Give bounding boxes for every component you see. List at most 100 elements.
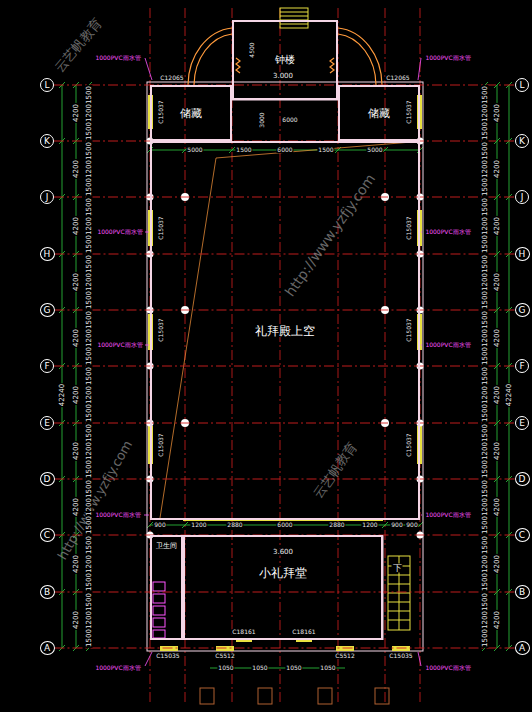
dimension: 4200 [494, 385, 501, 405]
axis-bubble: B [515, 585, 530, 599]
axis-label: F [518, 362, 525, 371]
axis-line [54, 197, 515, 198]
plan-stroke [330, 58, 334, 73]
tower-arcs [188, 28, 382, 85]
window-code: C5512 [214, 653, 235, 659]
dimension: 5000 [186, 147, 203, 153]
plan-stroke [258, 688, 272, 704]
windows [148, 95, 422, 651]
dimension: 1500 [482, 254, 489, 274]
plan-stroke [188, 28, 232, 85]
axis-label: J [45, 193, 50, 202]
plan-stroke [216, 142, 412, 158]
elevation: 3.000 [272, 73, 294, 80]
dimension: 1200 [86, 103, 93, 123]
dimension: 6000 [276, 147, 293, 153]
window-code: C15037 [158, 99, 164, 124]
dimension: 42240 [506, 383, 513, 407]
dimension: 1500 [482, 346, 489, 366]
axis-label: A [43, 644, 51, 653]
column-grid [150, 8, 420, 704]
axis-label: L [43, 81, 50, 90]
dimension: 4200 [494, 554, 501, 574]
axis-bubble: F [40, 359, 54, 373]
axis-bubble: K [40, 134, 54, 148]
pipe-note: 1000PVC雨水管 [94, 55, 141, 61]
dimension: 1500 [482, 290, 489, 310]
plan-stroke [388, 556, 410, 630]
plan-stroke [375, 688, 389, 704]
watermark: 云艺帆教育 [310, 439, 359, 501]
walls [147, 82, 423, 651]
dimension: 6000 [281, 117, 298, 123]
dimension: 1500 [86, 628, 93, 648]
plan-stroke [153, 618, 165, 627]
dimension: 6000 [276, 522, 293, 528]
dimension: 1200 [482, 216, 489, 236]
dimension: 1050 [285, 665, 302, 671]
dimension: 1500 [482, 572, 489, 592]
plan-stroke [280, 8, 308, 28]
dimension: 4200 [73, 103, 80, 123]
axis-label: E [518, 419, 526, 428]
entrance-steps [200, 688, 389, 704]
dimension: 900 [153, 522, 166, 528]
room: 礼拜殿上空 [150, 141, 420, 520]
axis-label: L [518, 81, 525, 90]
plan-stroke [417, 147, 423, 153]
axis-bubble: G [40, 303, 55, 317]
dimension: 1500 [482, 121, 489, 141]
axis-label: G [518, 306, 527, 315]
dimension: 1200 [86, 328, 93, 348]
dimension: 1200 [482, 328, 489, 348]
plan-stroke [418, 652, 421, 666]
dimension: 4200 [73, 159, 80, 179]
dimension: 1500 [86, 177, 93, 197]
plan-stroke [145, 232, 149, 233]
axis-line [55, 254, 515, 255]
axis-line [55, 648, 515, 649]
dimension: 1200 [86, 216, 93, 236]
axis-bubble: E [515, 416, 529, 430]
toilet-stalls [153, 582, 165, 638]
dimension: 1500 [86, 403, 93, 423]
dimension: 1500 [86, 290, 93, 310]
axis-bubble: A [40, 641, 55, 655]
window-code: C18161 [231, 629, 256, 635]
dimension: 1500 [482, 310, 489, 330]
axis-label: K [43, 137, 51, 146]
dimension: 1500 [86, 310, 93, 330]
pipe-note: 1000PVC雨水管 [424, 512, 471, 518]
window-code: C12065 [385, 75, 410, 81]
dimension: 42240 [59, 383, 66, 407]
axis-bubble: C [40, 528, 55, 542]
plan-stroke [338, 28, 382, 85]
dimension: 2880 [328, 522, 345, 528]
axis-bubble: J [515, 190, 529, 204]
dimension: 1500 [482, 177, 489, 197]
plan-stroke [200, 688, 214, 704]
dimension: 4200 [73, 441, 80, 461]
dimension: 1200 [86, 610, 93, 630]
dimension: 1200 [86, 441, 93, 461]
plan-stroke [147, 522, 153, 528]
window-code: C18161 [291, 629, 316, 635]
dimension: 1500 [86, 592, 93, 612]
axis-label: E [43, 419, 51, 428]
dimension: 4200 [73, 497, 80, 517]
dimension: 4200 [73, 610, 80, 630]
axis-label: H [518, 250, 527, 259]
plan-stroke [236, 58, 240, 73]
dimension: 5000 [366, 147, 383, 153]
dimension: 1050 [319, 665, 336, 671]
axis-bubble: L [515, 78, 529, 92]
axis-line [54, 423, 515, 424]
dimension: 1500 [86, 121, 93, 141]
axis-line [55, 592, 515, 593]
dimension: 3000 [259, 111, 265, 128]
plan-stroke [182, 522, 188, 528]
dimension: 1500 [482, 234, 489, 254]
dimension: 1500 [482, 628, 489, 648]
dimension: 4200 [73, 216, 80, 236]
axis-line [55, 479, 515, 480]
